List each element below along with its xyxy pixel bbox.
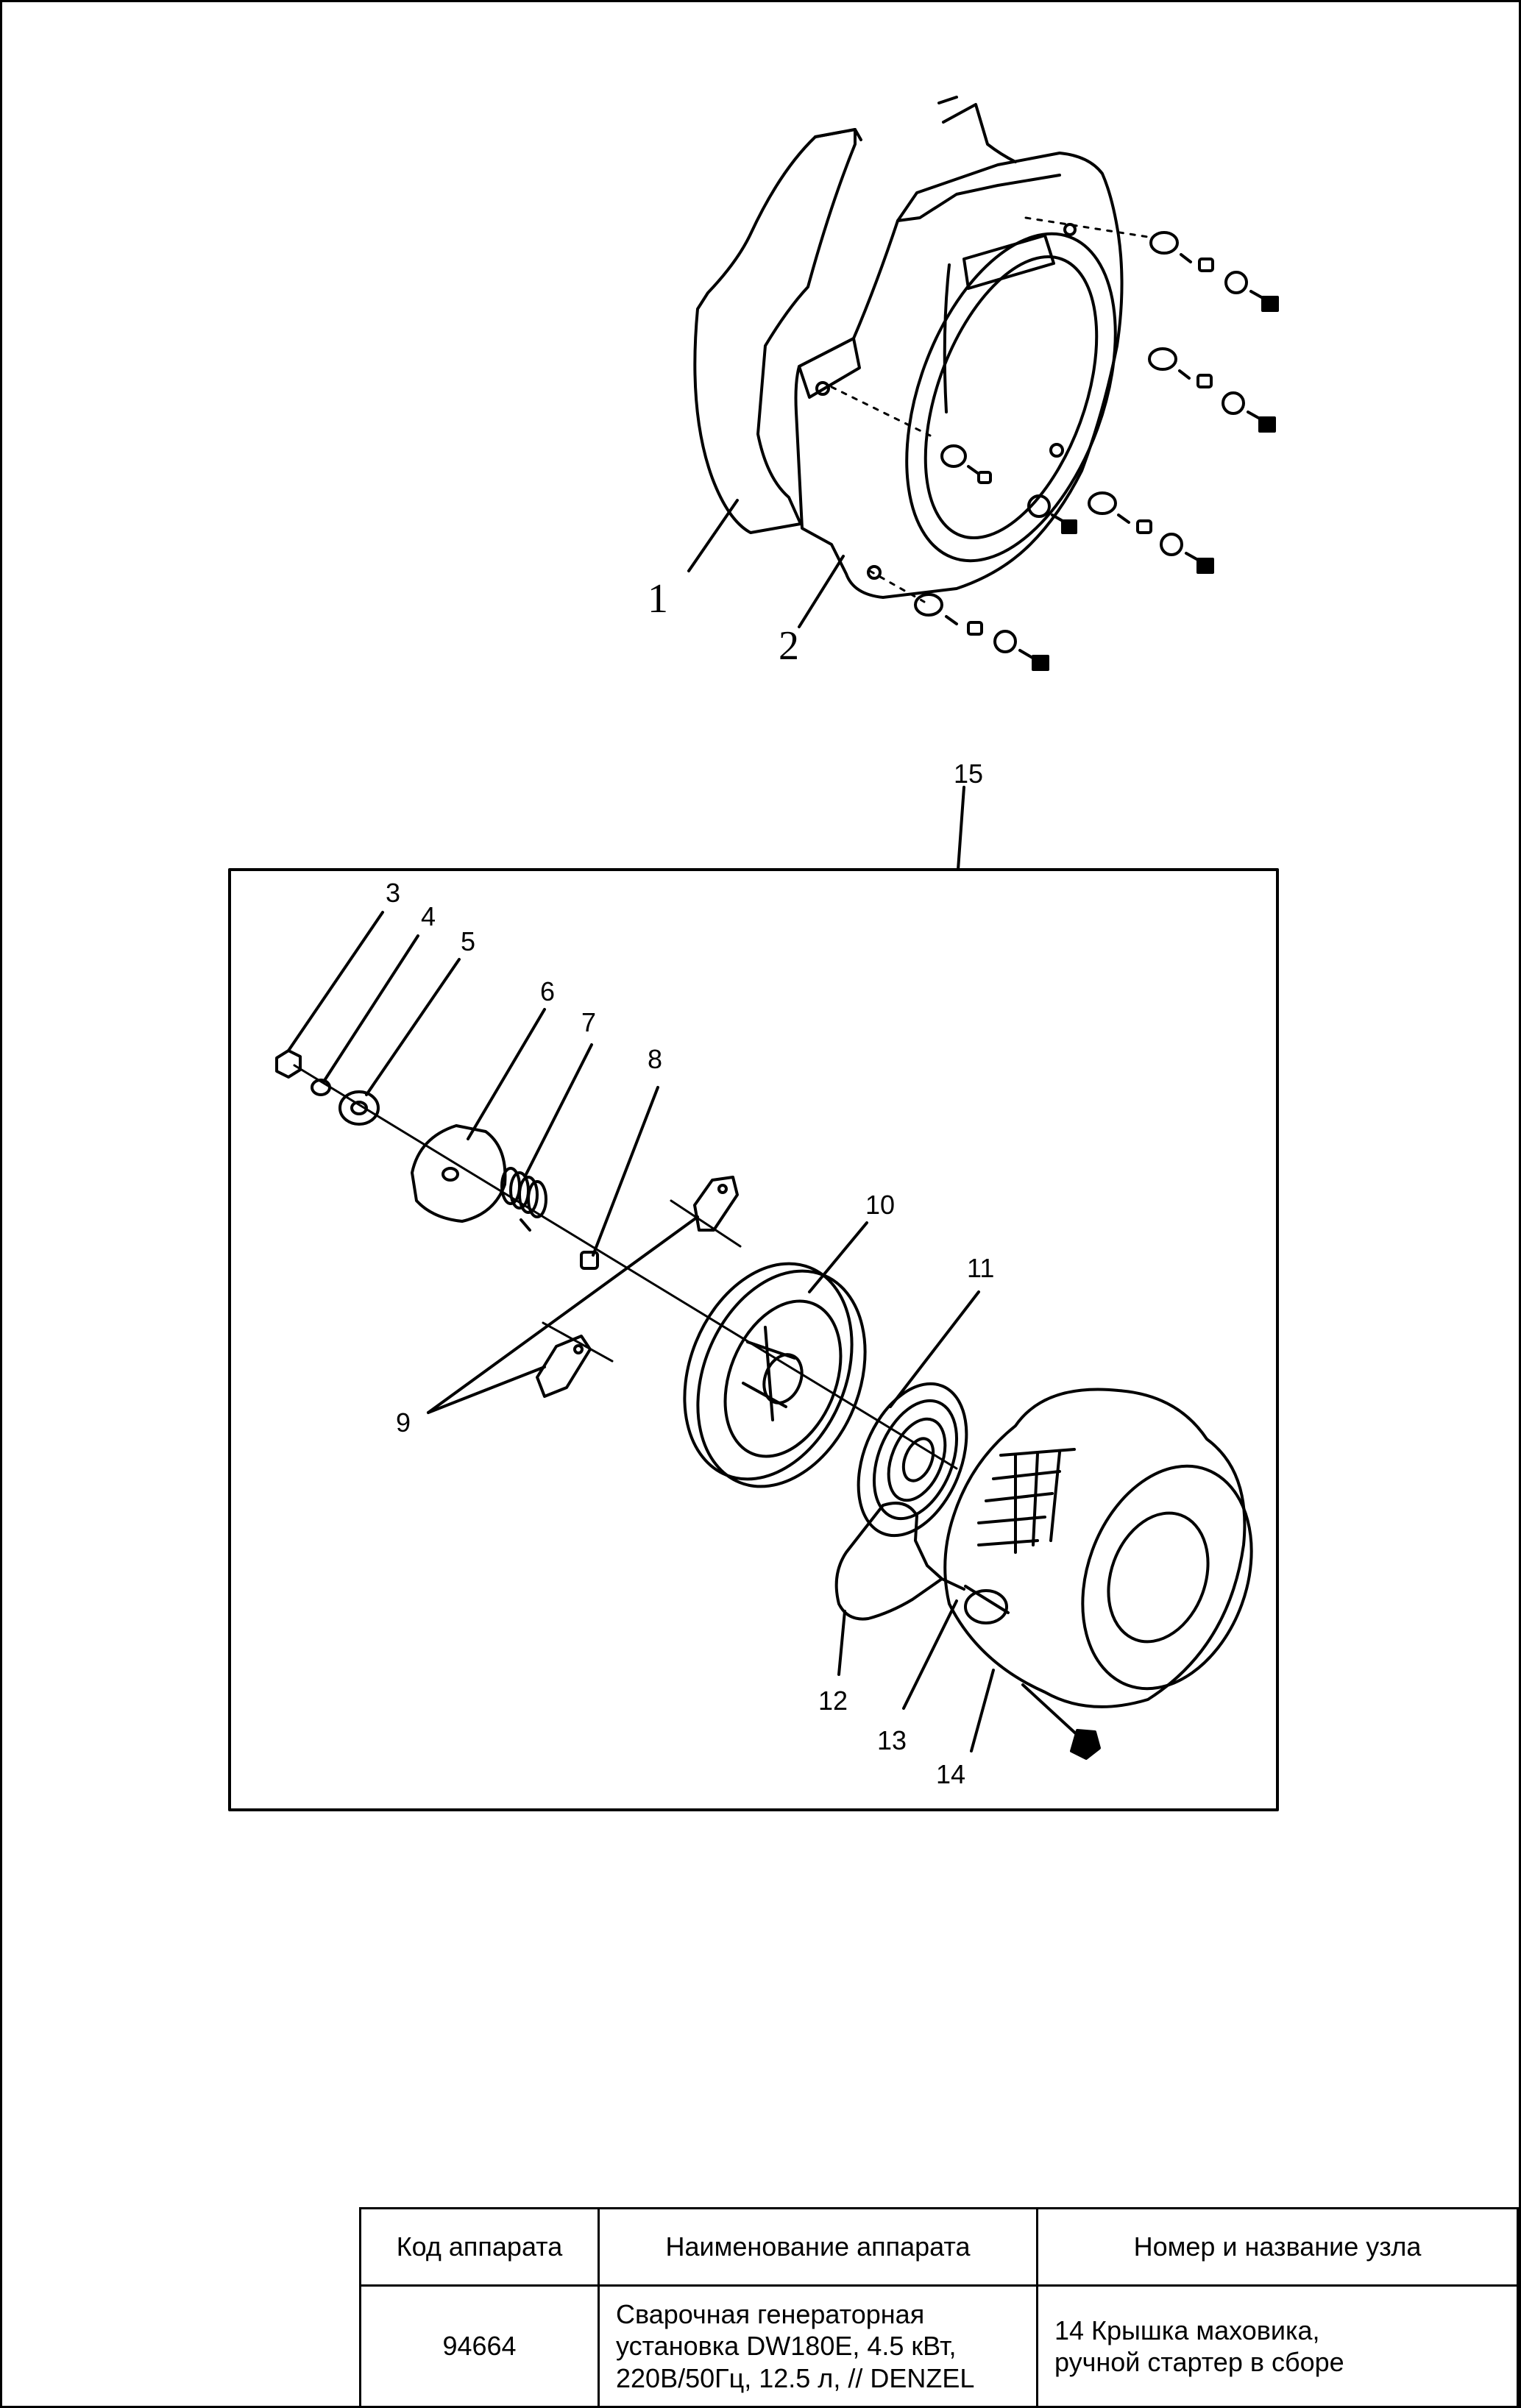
leader-line-9b (427, 1365, 546, 1414)
spring-part-7 (500, 1167, 547, 1232)
housing-bolt (1021, 1683, 1101, 1760)
leader-line-3 (287, 911, 384, 1052)
leader-line-1 (687, 499, 739, 572)
header-code: Код аппарата (359, 2207, 600, 2287)
apparatus-name-line-1: Сварочная генераторная (616, 2299, 925, 2330)
label-10: 10 (865, 1190, 895, 1220)
node-name-line-1: 14 Крышка маховика, (1054, 2315, 1320, 2345)
apparatus-name-line-2: установка DW180E, 4.5 кВт, (616, 2331, 957, 2362)
washer-part-4 (311, 1079, 331, 1096)
fastener-stack-upper-4 (1088, 491, 1214, 574)
fastener-stack-upper-2 (1148, 347, 1276, 433)
ratchet-part-9b (536, 1321, 614, 1398)
fastener-stack-upper-5 (914, 593, 1049, 671)
label-2: 2 (779, 623, 799, 669)
sleeve-part-8 (580, 1251, 599, 1270)
apparatus-name-line-3: 220В/50Гц, 12.5 л, // DENZEL (616, 2362, 975, 2393)
label-1: 1 (648, 576, 668, 622)
node-name: 14 Крышка маховика, ручной стартер в сбо… (1036, 2284, 1519, 2408)
label-6: 6 (540, 976, 555, 1006)
fastener-stack-upper-1 (1149, 231, 1279, 312)
label-7: 7 (581, 1007, 596, 1037)
leader-line-8 (592, 1086, 659, 1257)
label-14: 14 (936, 1759, 965, 1789)
label-9: 9 (396, 1407, 411, 1438)
fan-shroud-part-2 (794, 96, 1124, 599)
node-name-line-2: ручной стартер в сборе (1054, 2347, 1344, 2377)
label-4: 4 (421, 901, 436, 931)
label-15: 15 (954, 759, 983, 789)
upper-centerlines (830, 216, 1149, 603)
leader-line-10 (808, 1221, 868, 1293)
leader-line-2 (798, 555, 845, 628)
leader-line-11 (889, 1290, 980, 1408)
header-node: Номер и название узла (1036, 2207, 1519, 2287)
spiral-spring-part-11 (857, 1382, 968, 1538)
starter-handle-part-12 (834, 1502, 965, 1621)
friction-plate-part-6 (411, 1124, 507, 1223)
leader-line-14 (970, 1669, 995, 1752)
nut-part-3 (275, 1049, 302, 1079)
rope-guide-part-13 (964, 1585, 1010, 1614)
leader-line-4 (322, 934, 419, 1083)
leader-line-12 (837, 1610, 846, 1676)
label-12: 12 (818, 1686, 848, 1716)
apparatus-name: Сварочная генераторная установка DW180E,… (598, 2284, 1038, 2408)
label-3: 3 (386, 878, 400, 908)
ratchet-part-9a (670, 1176, 742, 1248)
leader-line-13 (902, 1599, 958, 1710)
baffle-plate-part-1 (693, 128, 862, 534)
leader-line-9a (427, 1215, 699, 1414)
apparatus-code: 94664 (359, 2284, 600, 2408)
label-11: 11 (967, 1253, 994, 1283)
label-13: 13 (877, 1725, 907, 1755)
label-5: 5 (461, 926, 475, 956)
leader-line-15 (957, 786, 965, 871)
washer-part-5 (338, 1090, 380, 1126)
title-block-data-row: 94664 Сварочная генераторная установка D… (359, 2284, 1519, 2408)
leader-line-6 (467, 1008, 546, 1140)
fastener-stack-upper-3 (940, 444, 1077, 534)
leader-line-7 (524, 1043, 593, 1177)
header-name: Наименование аппарата (598, 2207, 1038, 2287)
starter-axis (293, 1064, 958, 1470)
recoil-starter-box (228, 868, 1279, 1811)
starter-housing-part-14 (943, 1388, 1253, 1708)
label-8: 8 (648, 1044, 662, 1074)
leader-line-5 (365, 958, 461, 1096)
title-block-table: Код аппарата Наименование аппарата Номер… (359, 2207, 1519, 2408)
title-block-header-row: Код аппарата Наименование аппарата Номер… (359, 2207, 1519, 2287)
